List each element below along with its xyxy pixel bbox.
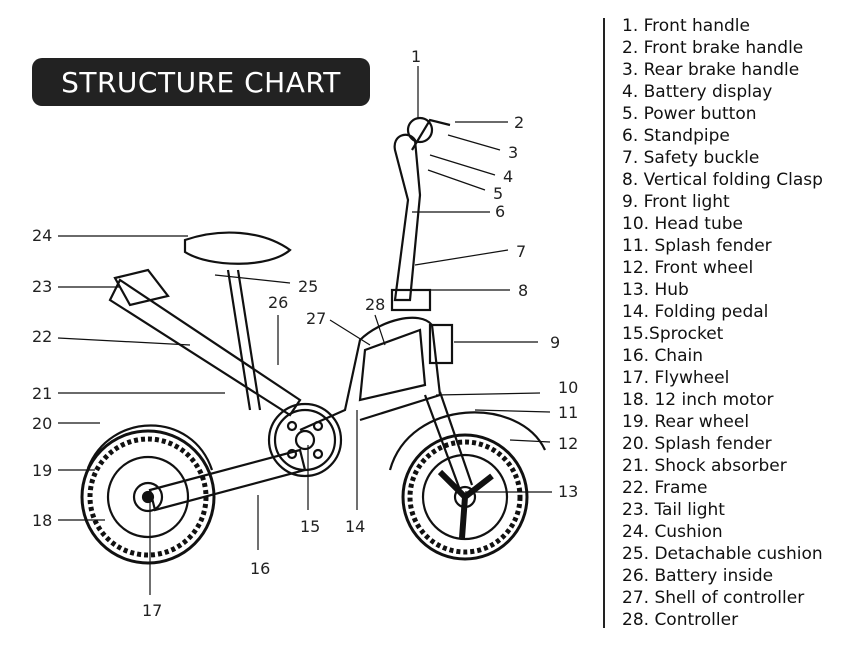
callout-10: 10 [558,378,578,397]
callout-7: 7 [516,242,526,261]
legend-item: 21. Shock absorber [622,456,787,476]
legend-item: 23. Tail light [622,500,725,520]
bike-diagram: 1 2 3 4 5 6 7 8 9 10 11 12 13 14 15 16 1… [32,47,578,620]
legend-item: 9. Front light [622,192,730,212]
legend-item: 25. Detachable cushion [622,544,823,564]
legend-item: 19. Rear wheel [622,412,750,432]
callout-15: 15 [300,517,320,536]
callout-6: 6 [495,202,505,221]
legend-item: 11. Splash fender [622,236,772,256]
parts-legend: 1. Front handle 2. Front brake handle 3.… [622,15,823,631]
front-light-drawing [428,323,454,365]
callout-27: 27 [306,309,326,328]
legend-item: 24. Cushion [622,522,723,542]
legend-item: 10. Head tube [622,214,743,234]
callout-25: 25 [298,277,318,296]
sprocket-drawing [267,402,343,478]
legend-item: 4. Battery display [622,82,773,102]
folding-clasp [390,288,432,312]
title-text: STRUCTURE CHART [61,65,341,99]
handle-drawing [406,116,434,144]
frame-tube [108,278,302,417]
legend-item: 22. Frame [622,478,708,498]
seat-post [226,269,262,411]
legend-item: 7. Safety buckle [622,148,760,168]
front-wheel-drawing [388,411,546,561]
callout-17: 17 [142,601,162,620]
title-badge: STRUCTURE CHART [32,58,370,106]
legend-item: 2. Front brake handle [622,38,804,58]
standpipe [393,133,422,302]
callout-18: 18 [32,511,52,530]
callout-5: 5 [493,184,503,203]
callout-11: 11 [558,403,578,422]
callout-26: 26 [268,293,288,312]
legend-item: 20. Splash fender [622,434,772,454]
callout-24: 24 [32,226,52,245]
fork [423,391,474,491]
legend-item: 18. 12 inch motor [622,390,774,410]
legend-item: 15.Sprocket [622,324,724,344]
callout-labels: 1 2 3 4 5 6 7 8 9 10 11 12 13 14 15 16 1… [32,47,578,620]
legend-item: 1. Front handle [622,16,750,36]
tail-light-drawing [113,268,170,307]
seat-drawing [183,231,292,265]
callout-14: 14 [345,517,365,536]
leader-lines [57,66,552,595]
legend-item: 17. Flywheel [622,368,730,388]
callout-12: 12 [558,434,578,453]
callout-3: 3 [508,143,518,162]
legend-item: 14. Folding pedal [622,302,769,322]
callout-20: 20 [32,414,52,433]
callout-4: 4 [503,167,513,186]
chain-stay [148,448,307,512]
legend-divider [603,18,605,628]
callout-13: 13 [558,482,578,501]
legend-item: 16. Chain [622,346,703,366]
legend-item: 6. Standpipe [622,126,730,146]
callout-19: 19 [32,461,52,480]
legend-item: 8. Vertical folding Clasp [622,170,823,190]
legend-item: 13. Hub [622,280,689,300]
callout-9: 9 [550,333,560,352]
callout-21: 21 [32,384,52,403]
callout-1: 1 [411,47,421,66]
rear-wheel-drawing [80,424,216,565]
main-frame [299,316,442,432]
legend-item: 27. Shell of controller [622,588,805,608]
bike-illustration [80,116,546,565]
brake-handles [411,118,451,151]
callout-23: 23 [32,277,52,296]
controller-shell [358,328,427,402]
legend-item: 12. Front wheel [622,258,754,278]
callout-22: 22 [32,327,52,346]
callout-16: 16 [250,559,270,578]
callout-28: 28 [365,295,385,314]
callout-2: 2 [514,113,524,132]
legend-item: 5. Power button [622,104,757,124]
legend-item: 28. Controller [622,610,739,630]
legend-item: 26. Battery inside [622,566,774,586]
legend-item: 3. Rear brake handle [622,60,800,80]
callout-8: 8 [518,281,528,300]
